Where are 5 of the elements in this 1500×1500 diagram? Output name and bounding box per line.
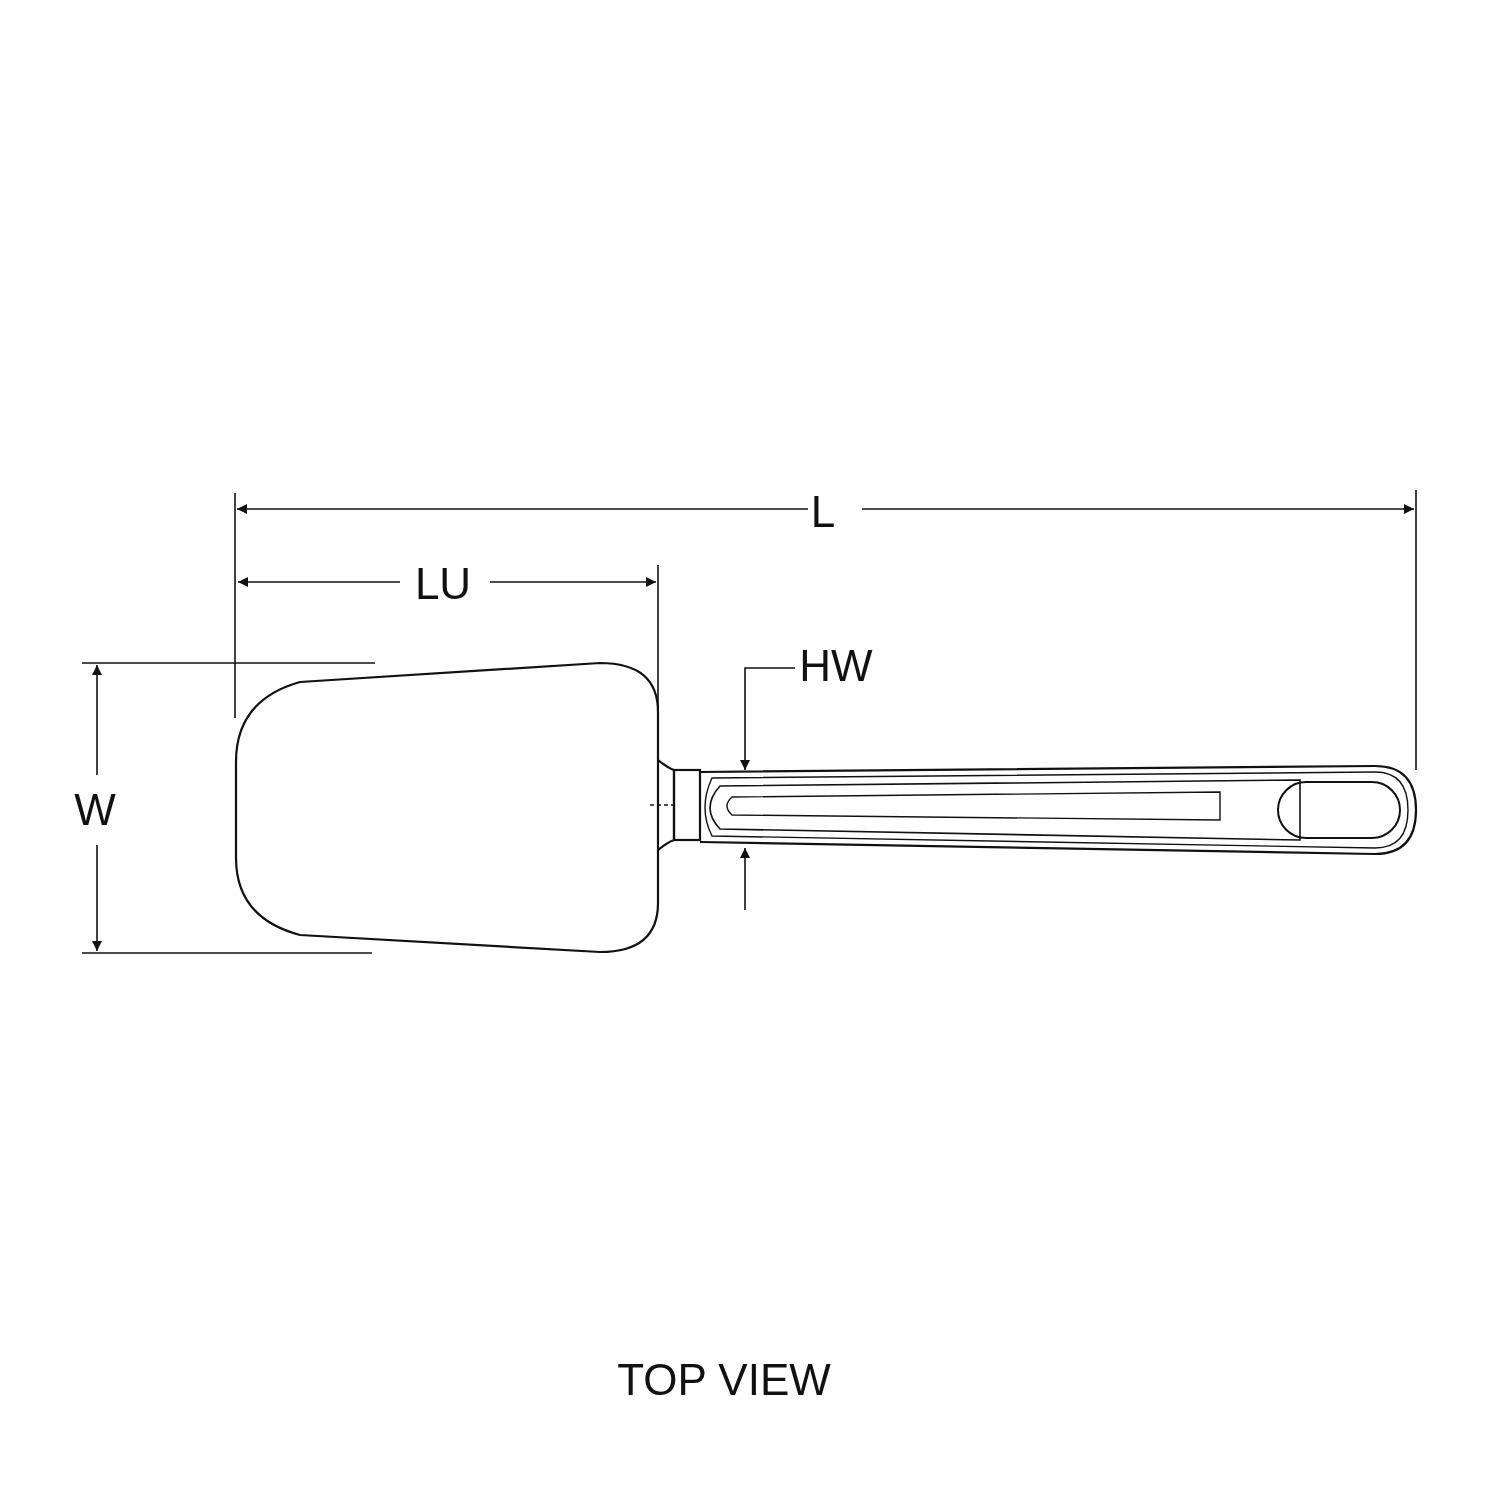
dimension-label: HW (799, 644, 873, 688)
dimension-label: L (810, 490, 836, 534)
dimension-label: LU (414, 562, 472, 606)
view-caption: TOP VIEW (617, 1358, 831, 1402)
dimension-label: W (74, 788, 116, 832)
